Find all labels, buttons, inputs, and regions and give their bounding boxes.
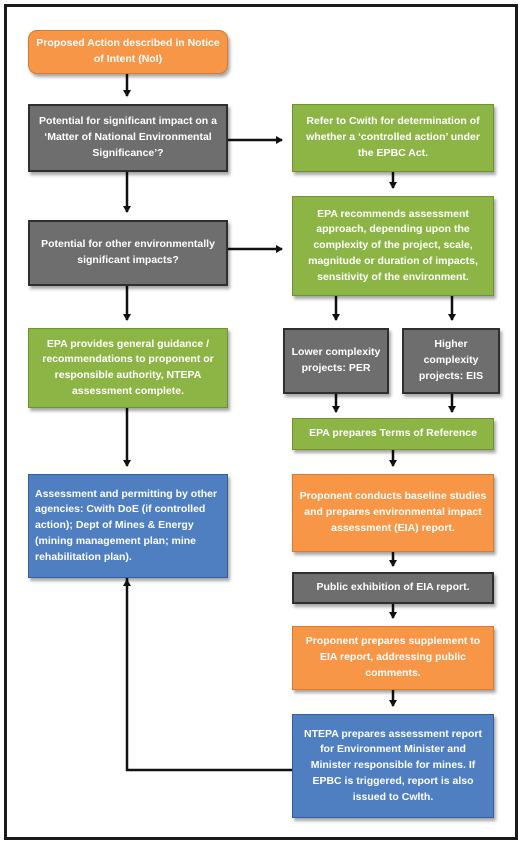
node-epa-guidance: EPA provides general guidance / recommen… bbox=[28, 328, 228, 408]
node-baseline-studies: Proponent conducts baseline studies and … bbox=[292, 474, 494, 552]
node-ntepa-assessment-report: NTEPA prepares assessment report for Env… bbox=[292, 714, 494, 818]
node-epa-recommends: EPA recommends assessment approach, depe… bbox=[292, 196, 494, 296]
node-mnes-question: Potential for significant impact on a ‘M… bbox=[28, 104, 228, 172]
node-notice-of-intent: Proposed Action described in Notice of I… bbox=[28, 30, 228, 74]
node-public-exhibition: Public exhibition of EIA report. bbox=[292, 572, 494, 604]
arrow-ntepa-to-permitting bbox=[125, 578, 292, 772]
node-lower-complexity-per: Lower complexity projects: PER bbox=[283, 328, 389, 394]
node-higher-complexity-eis: Higher complexity projects: EIS bbox=[402, 328, 500, 394]
diagram-frame bbox=[4, 4, 518, 840]
node-eia-supplement: Proponent prepares supplement to EIA rep… bbox=[292, 626, 494, 690]
node-permitting-other-agencies: Assessment and permitting by other agenc… bbox=[28, 474, 228, 578]
node-other-impacts-question: Potential for other environmentally sign… bbox=[28, 220, 228, 286]
node-refer-to-cwth: Refer to Cwith for determination of whet… bbox=[292, 104, 494, 172]
node-terms-of-reference: EPA prepares Terms of Reference bbox=[292, 418, 494, 450]
